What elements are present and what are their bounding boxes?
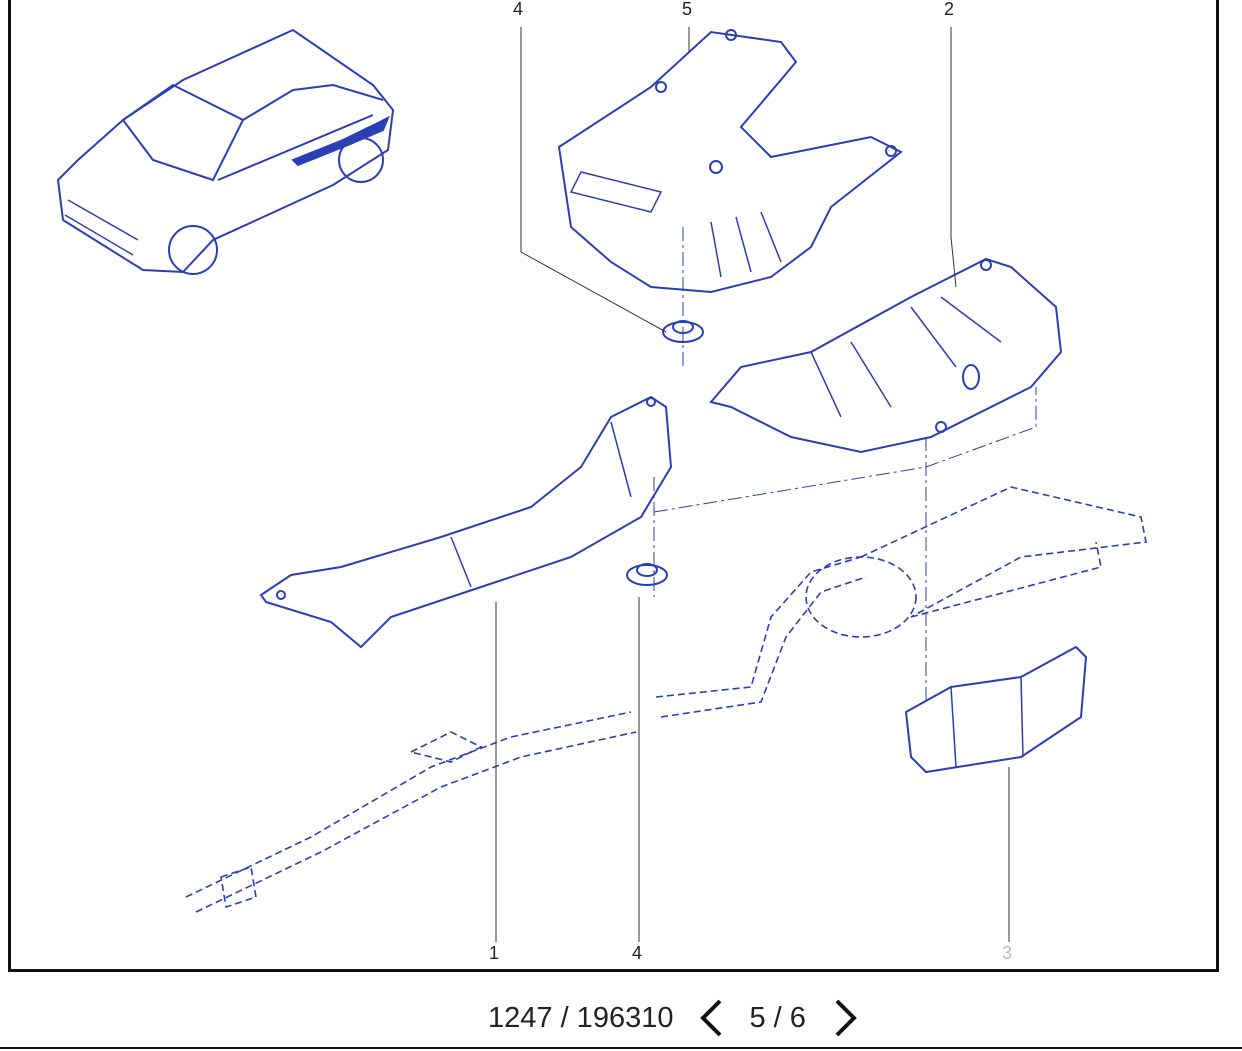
exhaust-system-outline	[185, 486, 1147, 913]
part-1-rear-heat-shield	[259, 395, 673, 649]
part-2-center-heat-shield	[709, 257, 1063, 454]
chevron-right-icon	[835, 999, 857, 1037]
page-indicator: 5 / 6	[749, 1001, 806, 1034]
leader-lines	[495, 27, 1010, 942]
callout-1: 1	[489, 943, 500, 963]
exhaust-heat-shield-diagram	[56, 27, 1147, 942]
center-lines	[653, 227, 1037, 702]
part-3-small-heat-shield	[904, 645, 1088, 774]
pagination-bar: 1247 / 196310 5 / 6	[488, 996, 866, 1040]
chevron-left-icon	[700, 999, 722, 1037]
callout-4-bottom: 4	[632, 943, 643, 963]
part-5-front-heat-shield	[557, 29, 903, 294]
car-illustration	[56, 28, 395, 275]
divider	[0, 1047, 1242, 1049]
next-page-button[interactable]	[826, 996, 866, 1040]
callout-2: 2	[944, 0, 955, 19]
callout-5: 5	[682, 0, 693, 19]
item-position-text: 1247 / 196310	[488, 1001, 674, 1034]
previous-page-button[interactable]	[691, 996, 731, 1040]
callout-3: 3	[1002, 943, 1013, 963]
part-4-clip-lower	[626, 563, 668, 586]
callout-4-top: 4	[513, 0, 524, 19]
diagram-frame: 4 5 2 1 4 3	[8, 0, 1219, 972]
